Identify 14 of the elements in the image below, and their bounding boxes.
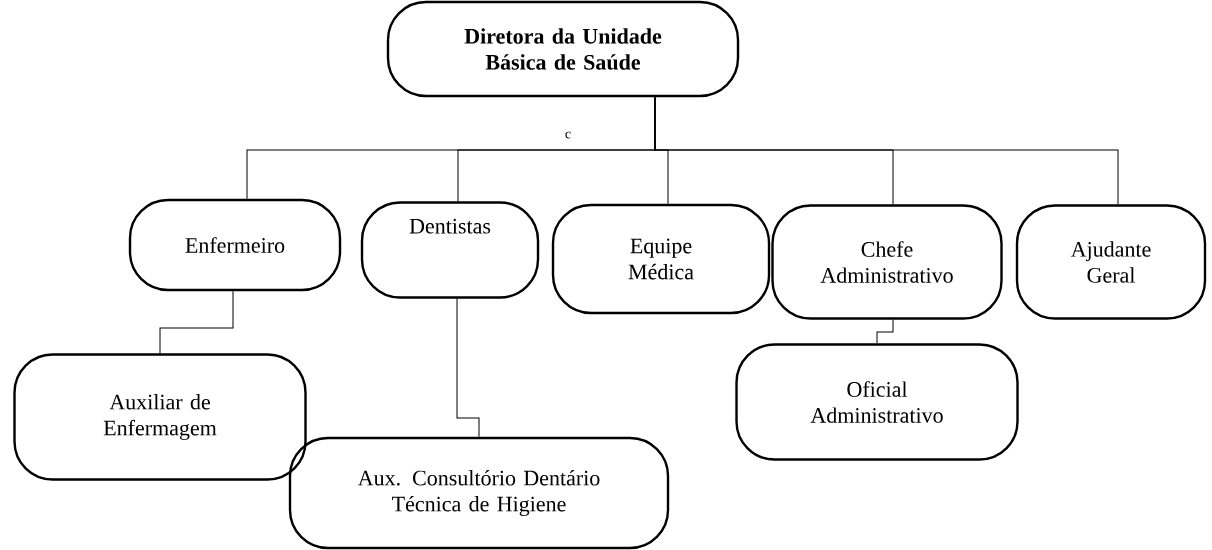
connector-line: [876, 319, 894, 344]
role-box: Chefe Administrativo: [771, 204, 1003, 320]
role-box: Auxiliar de Enfermagem: [13, 353, 307, 481]
connector-line: [654, 96, 1119, 205]
role-box: Enfermeiro: [128, 198, 342, 292]
stray-mark: c: [565, 131, 571, 139]
role-box: Aux. Consultório Dentário Técnica de Higiene: [288, 436, 670, 550]
role-box: Oficial Administrativo: [735, 343, 1019, 461]
connector-line: [159, 290, 234, 354]
role-box: Dentistas: [360, 201, 540, 299]
role-box: Diretora da Unidade Básica de Saúde: [386, 0, 740, 98]
connector-line: [456, 298, 480, 438]
role-box: Equipe Médica: [551, 203, 771, 315]
role-box: Ajudante Geral: [1015, 204, 1207, 320]
